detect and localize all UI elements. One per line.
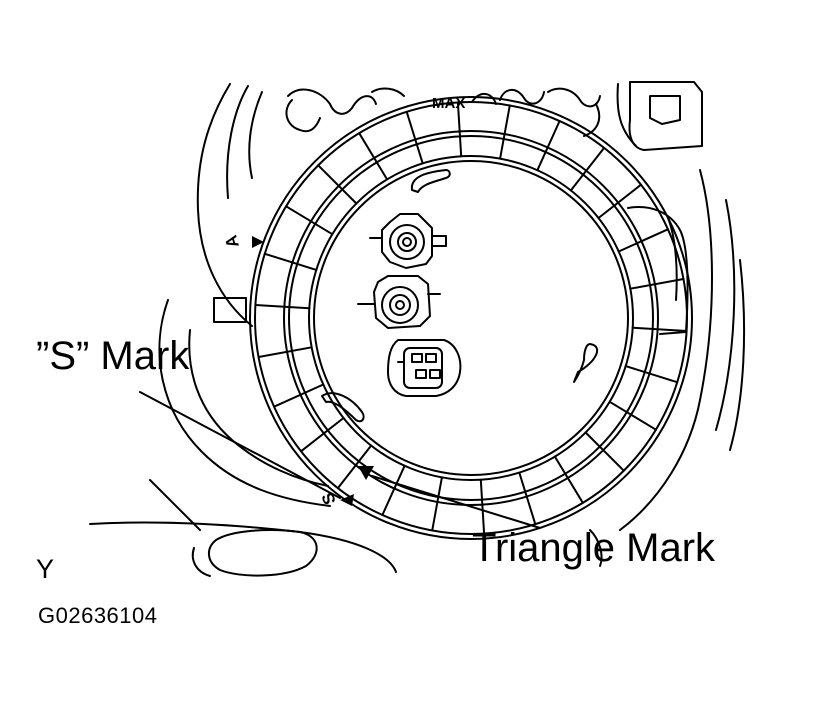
ring-tooth [257,346,313,358]
retainer-clip-top [410,169,451,193]
ring-tooth [629,278,685,290]
s-mark-triangle [340,494,354,506]
ring-tooth [536,120,561,172]
ring-tooth [479,478,486,535]
ring-tooth [317,164,358,205]
ring-letter-a: A [221,233,243,250]
fuel-pump-connector-middle [357,275,441,329]
ring-tooth [584,431,625,472]
ring-tooth [617,228,669,253]
fuel-pump-connector-upper [369,213,447,269]
triangle-mark-callout: Triangle Mark [472,526,716,570]
ring-tooth [336,444,373,490]
retainer-clip-right [573,343,599,383]
ring-tooth [431,476,443,532]
triangle-mark [358,466,374,480]
ring-tooth [456,101,463,158]
ring-tooth [300,417,345,453]
ring-letter-s: S [318,490,340,507]
triangle-mark-leader-line [371,475,541,529]
corner-letter: Y [36,554,55,584]
max-label: MAX [432,95,465,112]
electrical-connector [387,339,462,397]
ring-teeth [254,101,688,535]
ring-tooth [254,304,311,310]
tank-body-outlines [89,81,746,577]
ring-tooth [608,400,657,431]
ring-tooth [405,110,424,165]
ring-tooth [518,471,537,526]
ring-tooth [631,326,688,332]
ring-tooth [381,464,406,516]
ring-tooth [358,132,389,181]
lock-ring [249,96,693,540]
ring-tooth [597,183,642,219]
ring-tooth [273,383,325,408]
figure-id: G02636104 [38,603,158,628]
s-mark-leader-line [139,391,341,499]
ring-a-triangle [252,236,264,248]
ring-tooth [569,146,606,192]
s-mark-callout: ”S” Mark [36,334,190,378]
ring-tooth [263,252,318,271]
retainer-clip-lower-left [321,392,365,423]
ring-tooth [499,104,511,160]
ring-tooth [553,455,584,504]
ring-tooth [285,205,334,236]
ring-tooth [624,365,679,384]
